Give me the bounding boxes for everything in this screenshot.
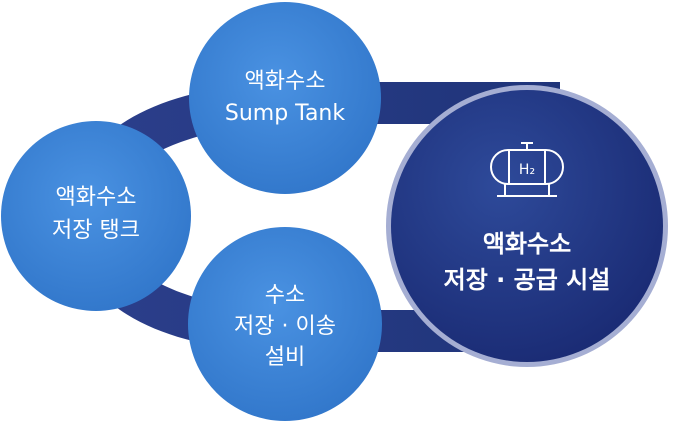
top-node-line-1: 액화수소 bbox=[245, 69, 326, 94]
node-storage-supply-facility: H₂ 액화수소 저장 · 공급 시설 bbox=[391, 90, 663, 362]
top-node-line-2: Sump Tank bbox=[225, 101, 346, 126]
left-node-line-2: 저장 탱크 bbox=[52, 218, 140, 243]
bottom-node-line-3: 설비 bbox=[265, 345, 305, 370]
hydrogen-tank-icon bbox=[490, 142, 564, 197]
big-node-line-2: 저장 · 공급 시설 bbox=[444, 266, 611, 294]
big-node-line-1: 액화수소 bbox=[483, 230, 571, 258]
bottom-node-line-2: 저장 · 이송 bbox=[234, 314, 336, 339]
node-sump-tank: 액화수소 Sump Tank bbox=[189, 2, 381, 194]
node-storage-tank: 액화수소 저장 탱크 bbox=[1, 121, 191, 311]
bottom-node-line-1: 수소 bbox=[265, 283, 305, 308]
left-node-line-1: 액화수소 bbox=[56, 185, 137, 210]
tank-icon-label: H₂ bbox=[519, 162, 535, 178]
node-storage-transfer-equipment: 수소 저장 · 이송 설비 bbox=[188, 227, 382, 421]
